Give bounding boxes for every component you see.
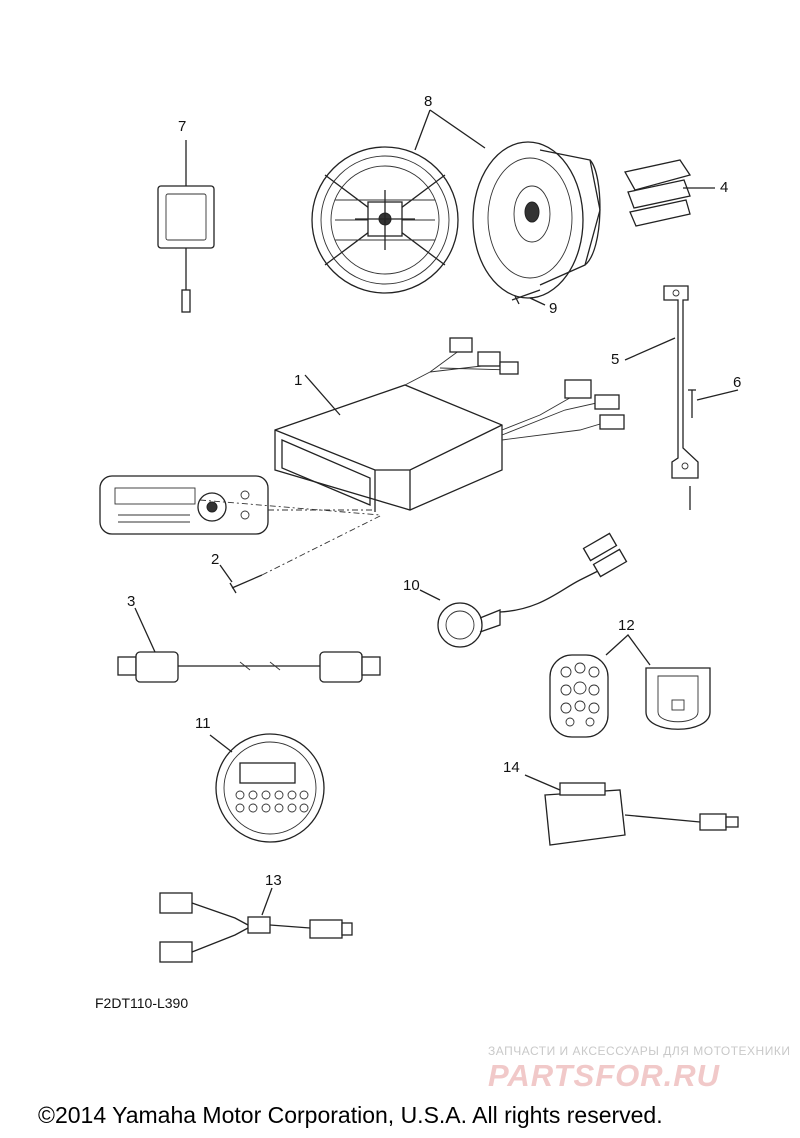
callout-10: 10 xyxy=(403,577,420,594)
part-4-clip xyxy=(624,159,715,227)
watermark-tagline: ЗАПЧАСТИ И АКСЕССУАРЫ ДЛЯ МОТОТЕХНИКИ xyxy=(488,1044,791,1058)
part-7-module xyxy=(157,140,215,313)
callout-8: 8 xyxy=(424,93,433,110)
part-3-cable xyxy=(117,607,381,683)
part-5-bracket xyxy=(624,285,699,510)
watermark-logo: PARTSFOR.RU xyxy=(488,1058,721,1093)
part-6-screw xyxy=(688,389,739,418)
part-2-screw xyxy=(219,514,383,594)
part-11-round-display xyxy=(209,733,325,843)
callout-3: 3 xyxy=(127,593,136,610)
part-13-y-cable xyxy=(159,887,353,963)
part-14-module xyxy=(524,774,739,846)
callout-2: 2 xyxy=(211,551,220,568)
callout-12: 12 xyxy=(618,617,635,634)
part-12-remote xyxy=(549,634,711,738)
part-8-speaker-grille xyxy=(311,146,459,294)
callout-4: 4 xyxy=(720,179,729,196)
part-1-head-unit xyxy=(274,337,625,512)
copyright-text: ©2014 Yamaha Motor Corporation, U.S.A. A… xyxy=(38,1102,663,1128)
callout-5: 5 xyxy=(611,351,620,368)
part-9-screw xyxy=(511,289,546,306)
part-8-speaker-side xyxy=(414,109,601,299)
callout-11: 11 xyxy=(195,715,211,732)
diagram-code: F2DT110-L390 xyxy=(95,995,189,1011)
part-1-faceplate xyxy=(99,475,381,535)
callout-9: 9 xyxy=(549,300,558,317)
callout-13: 13 xyxy=(265,872,282,889)
callout-14: 14 xyxy=(503,759,520,776)
callout-6: 6 xyxy=(733,374,742,391)
callout-7: 7 xyxy=(178,118,187,135)
callout-1: 1 xyxy=(294,372,303,389)
part-10-receiver xyxy=(419,532,628,648)
